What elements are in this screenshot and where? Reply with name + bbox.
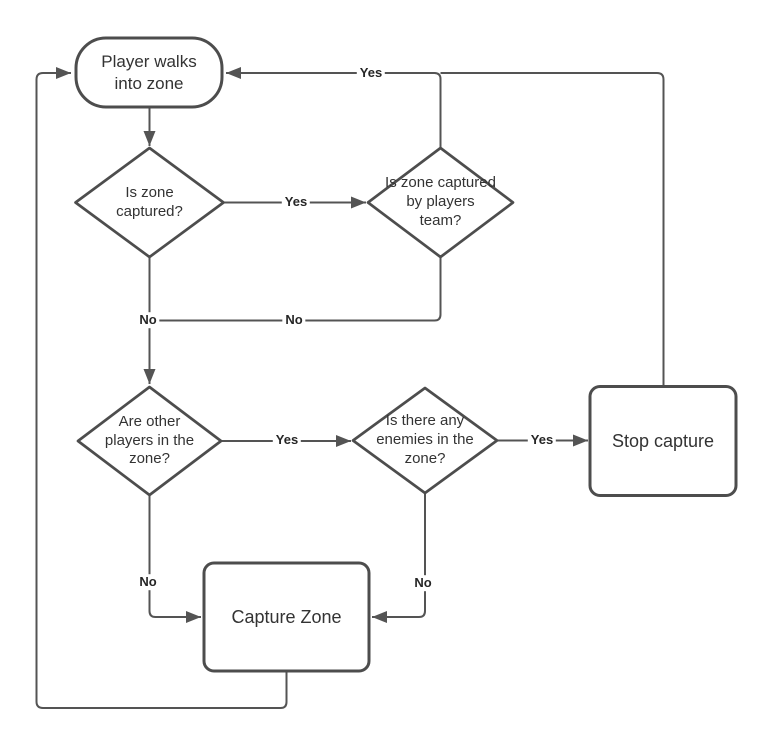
edge-label-is-zone-captured-no: No [136,312,160,328]
node-capture-zone-shape [202,561,371,673]
edge-captured-by-team-yes-to-start [226,67,442,148]
edge-label-other-players-no: No [136,574,160,590]
edge-captured-by-team-no [149,257,442,322]
edge-label-is-zone-captured-yes: Yes [281,194,311,210]
edge-label-captured-by-team-no: No [282,312,306,328]
node-other-players-shape [76,385,223,497]
edge-capture-zone-to-start [35,67,288,709]
node-captured-by-team-shape [366,146,515,259]
edge-stop-capture-to-start [440,72,665,385]
edge-label-enemies-no: No [411,575,435,591]
edge-enemies-no [372,493,426,623]
node-is-zone-captured-shape [74,146,225,259]
edge-label-captured-by-team-yes: Yes [356,65,386,81]
edge-other-players-no [148,495,201,623]
node-start-shape [74,36,224,109]
edge-label-enemies-yes: Yes [527,432,557,448]
edge-label-other-players-yes: Yes [272,432,302,448]
node-enemies-shape [351,386,499,495]
node-stop-capture-shape [588,385,738,497]
